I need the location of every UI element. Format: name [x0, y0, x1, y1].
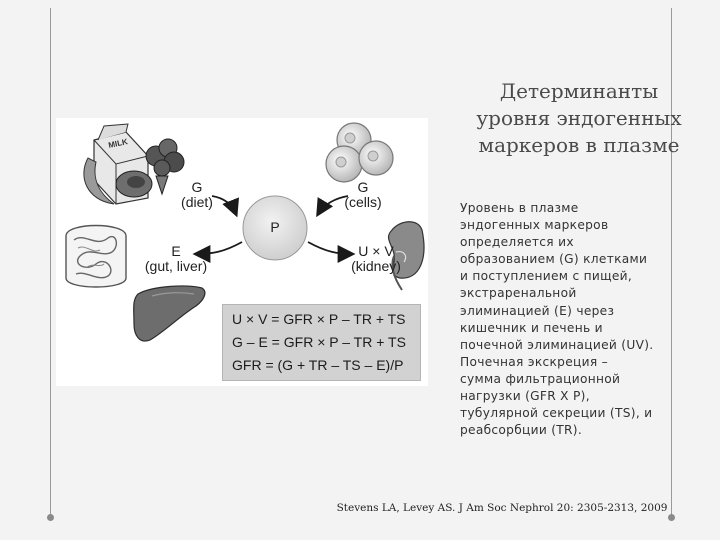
cells-icon	[325, 122, 394, 183]
title-line-2: уровня эндогенных	[476, 106, 682, 130]
title-line-3: маркеров в плазме	[478, 133, 680, 157]
body-line: Почечная экскреция –	[460, 354, 609, 369]
body-line: нагрузки (GFR X P),	[460, 389, 590, 404]
uv-kidney-label: U × V (kidney)	[346, 244, 406, 274]
arrow-cells-to-plasma	[316, 195, 349, 218]
uv-source: (kidney)	[351, 258, 401, 274]
formula-box: U × V = GFR × P – TR + TS G – E = GFR × …	[222, 304, 421, 381]
title-line-1: Детерминанты	[499, 79, 659, 103]
g-diet-symbol: G	[191, 179, 203, 195]
g-diet-label: G (diet)	[172, 180, 222, 210]
plasma-label: P	[270, 219, 280, 235]
milk-text: MILK	[108, 137, 129, 150]
body-line: эндогенных маркеров	[460, 218, 609, 233]
body-line: определяется их	[460, 235, 574, 250]
body-line: образованием (G) клетками	[460, 252, 648, 267]
g-cells-label: G (cells)	[338, 180, 388, 210]
citation: Stevens LA, Levey AS. J Am Soc Nephrol 2…	[336, 502, 668, 514]
body-line: и поступлением с пищей,	[460, 269, 633, 284]
g-cells-symbol: G	[357, 179, 369, 195]
frame-right-line	[671, 8, 672, 518]
uv-symbol: U × V	[358, 243, 394, 259]
body-line: тубулярной секреции (TS), и	[460, 406, 653, 421]
slide-title: Детерминанты уровня эндогенных маркеров …	[462, 78, 696, 159]
body-line: реабсорбции (TR).	[460, 423, 583, 438]
formula-generation-elimination: G – E = GFR × P – TR + TS	[232, 334, 406, 350]
e-gut-liver-label: E (gut, liver)	[136, 244, 216, 274]
g-cells-source: (cells)	[344, 194, 382, 210]
g-diet-source: (diet)	[181, 194, 213, 210]
diagram-graphics: MILK	[65, 122, 425, 342]
slide-body-text: Уровень в плазме эндогенных маркеров опр…	[460, 200, 710, 439]
frame-dot-left	[47, 514, 54, 521]
body-line: элиминацией (E) через	[460, 303, 615, 318]
arrow-diet-to-plasma	[211, 195, 240, 218]
arrow-plasma-to-kidney	[307, 241, 356, 263]
body-line: экстраренальной	[460, 286, 577, 301]
plasma-marker-diagram: MILK	[56, 118, 428, 386]
body-line: Уровень в плазме	[460, 201, 579, 215]
formula-gfr: GFR = (G + TR – TS – E)/P	[232, 357, 404, 373]
food-icon: MILK	[83, 123, 185, 205]
kidney-icon	[387, 221, 425, 291]
body-line: сумма фильтрационной	[460, 371, 621, 386]
frame-dot-right	[668, 514, 675, 521]
arrow-plasma-to-gut-liver	[192, 241, 243, 263]
e-source: (gut, liver)	[144, 258, 208, 274]
intestine-icon	[65, 224, 127, 288]
formula-urinary-excretion: U × V = GFR × P – TR + TS	[232, 311, 406, 327]
liver-icon	[133, 285, 206, 342]
plasma-circle	[242, 195, 308, 261]
body-line: кишечник и печень и	[460, 320, 603, 335]
e-symbol: E	[171, 243, 181, 259]
body-line: почечной элиминацией (UV).	[460, 337, 654, 352]
frame-left-line	[50, 8, 51, 518]
